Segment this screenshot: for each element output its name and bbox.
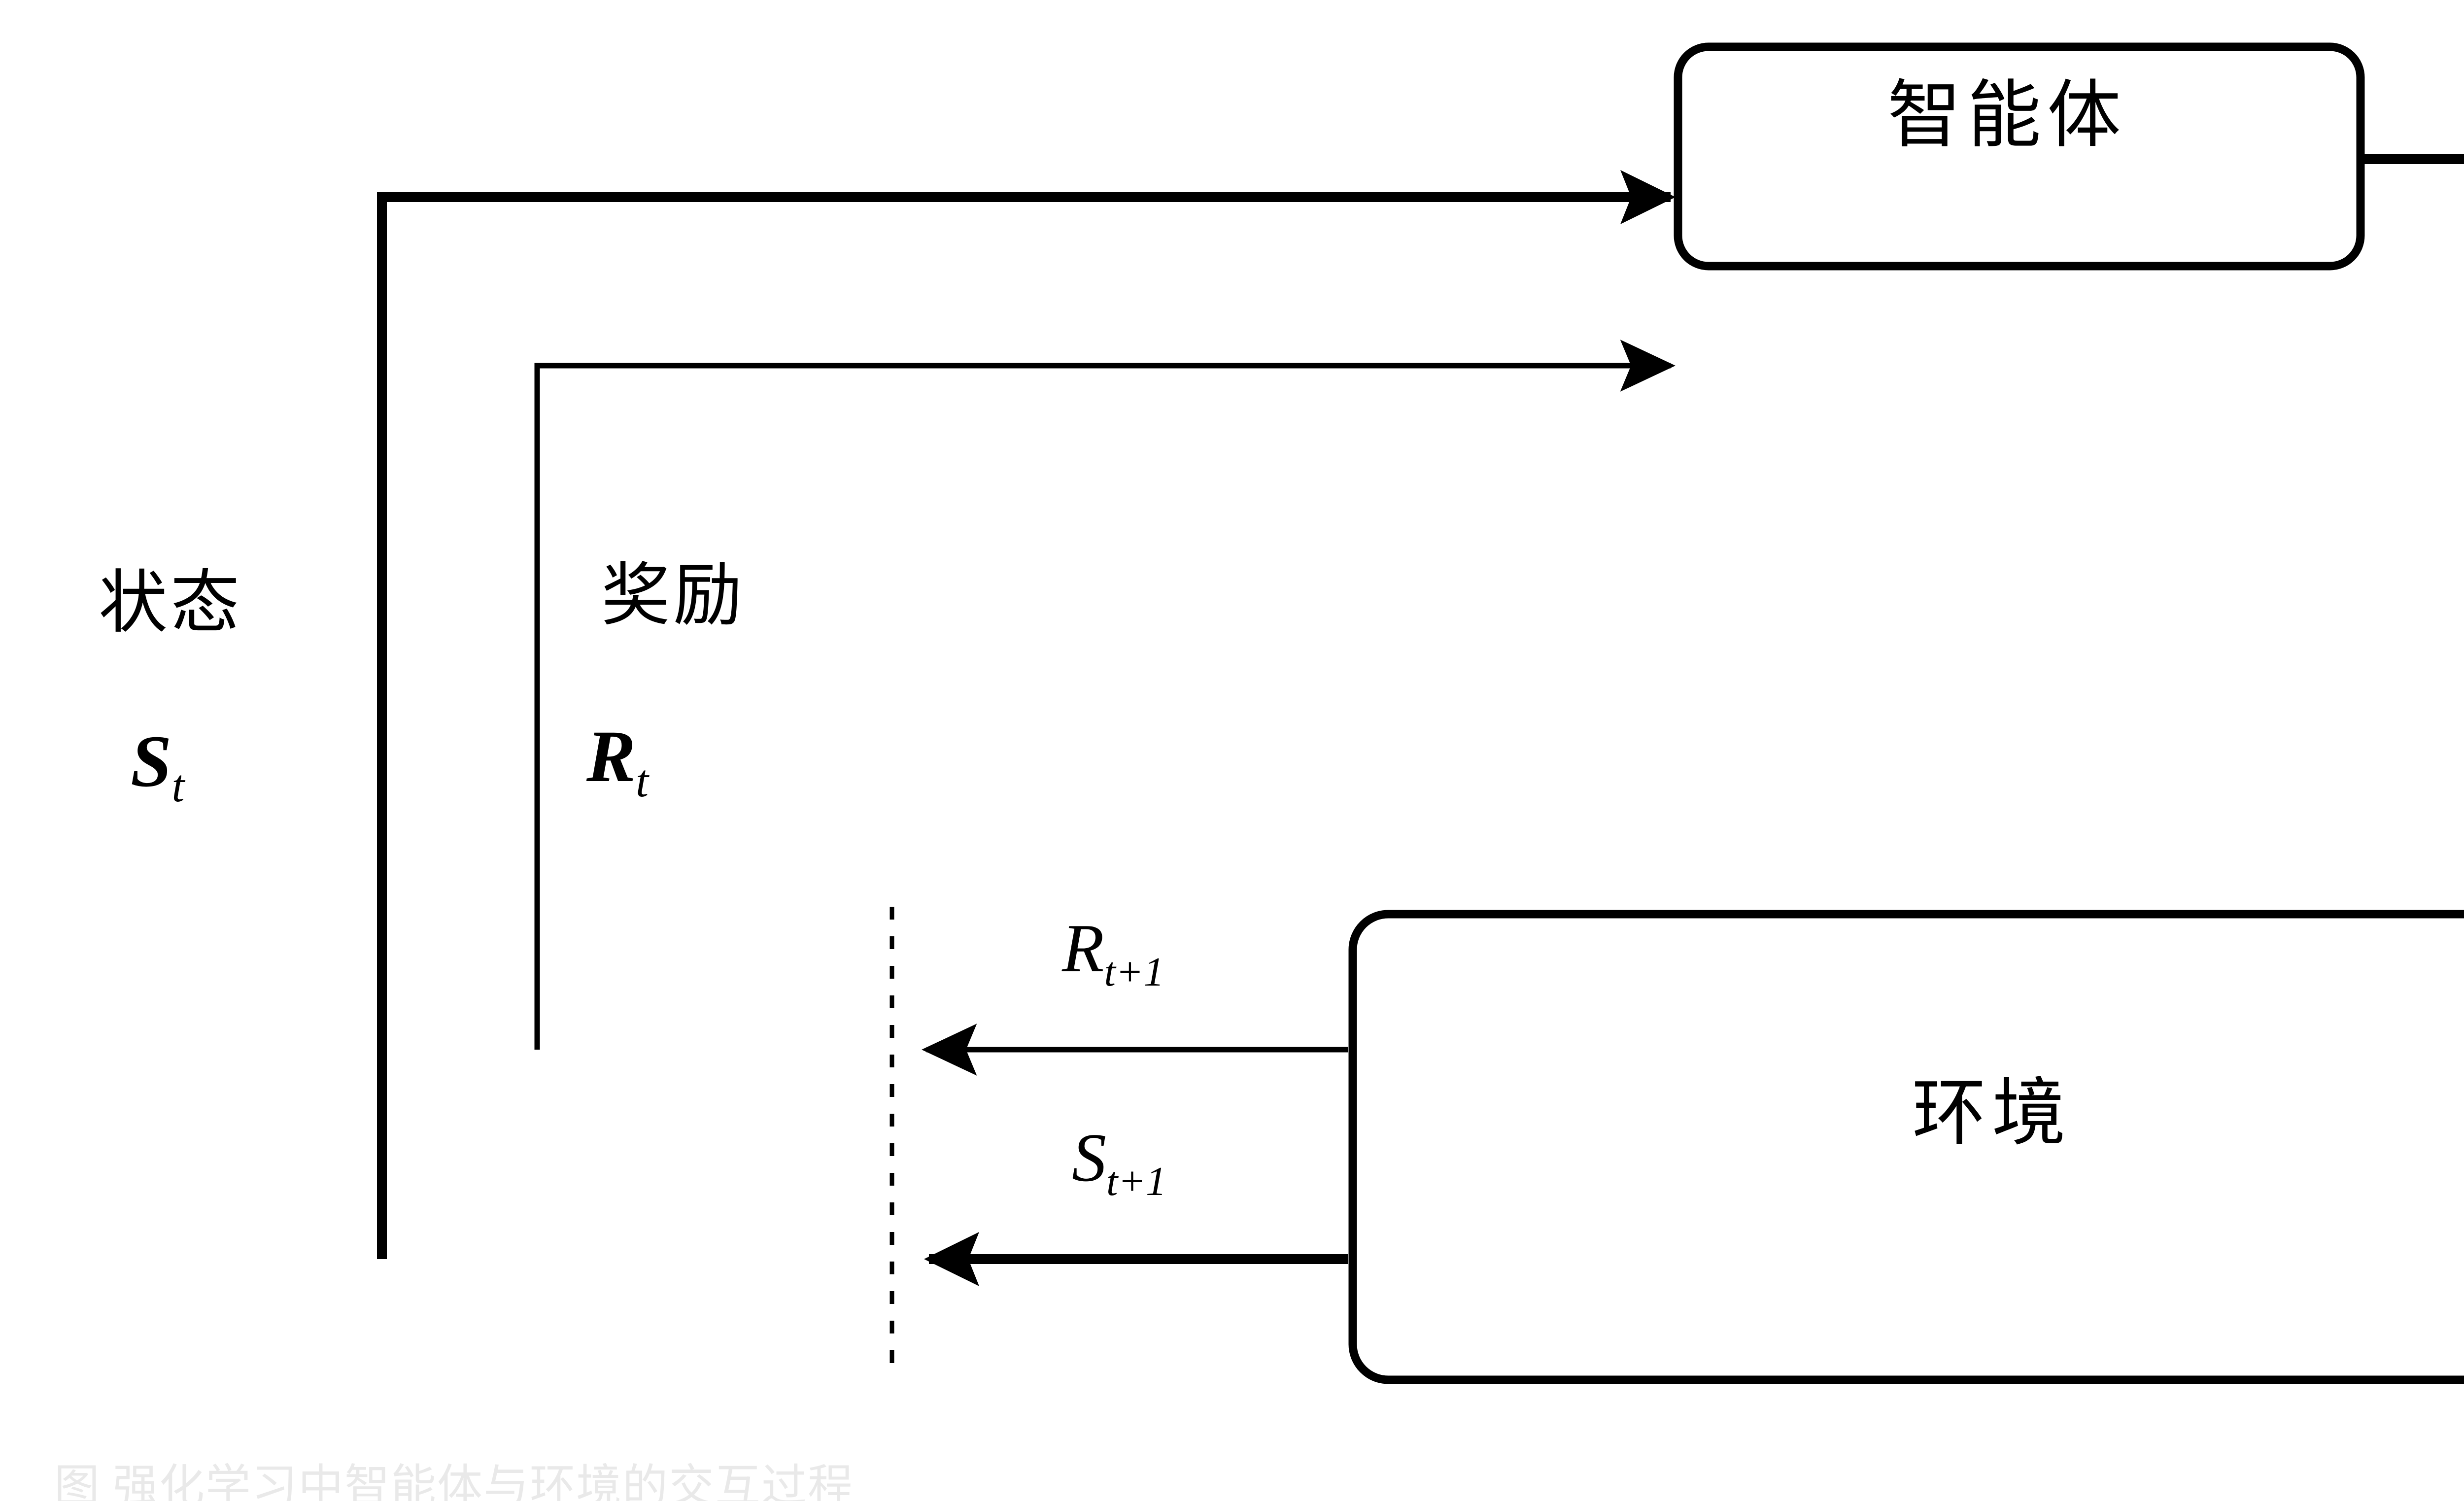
edge-reward-to-agent (534, 340, 1676, 1050)
figure-caption: 图 强化学习中智能体与环境的交互过程 (54, 1463, 855, 1501)
edge-state-to-agent (377, 170, 1676, 1259)
agent-box (1674, 42, 2365, 271)
environment-box (1348, 910, 2464, 1384)
